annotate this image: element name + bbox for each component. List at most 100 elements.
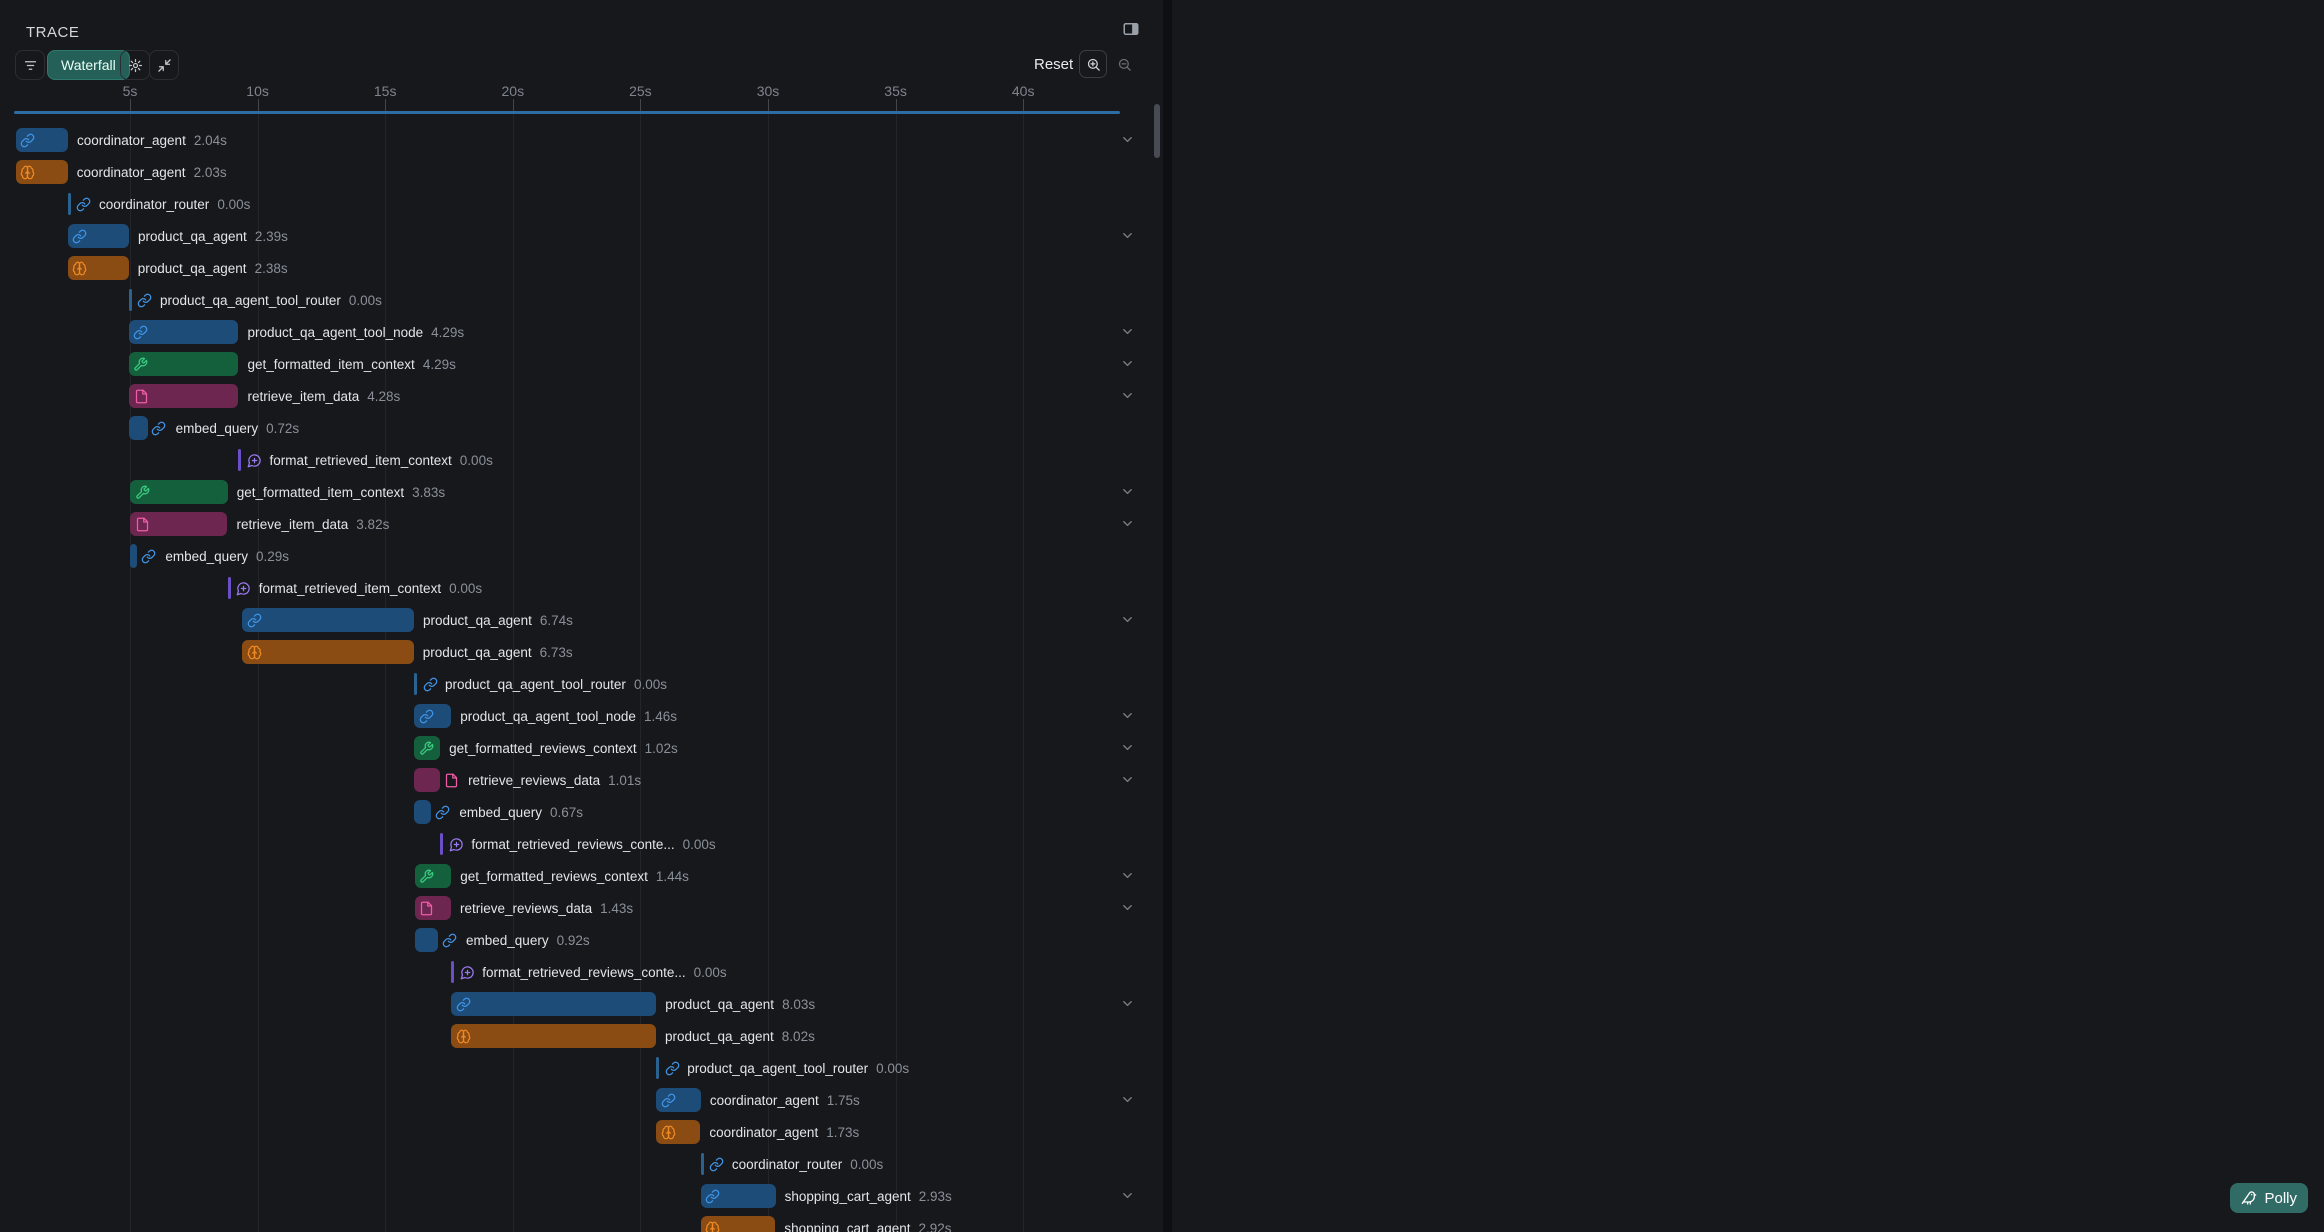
left-panel-scrollbar[interactable] — [1154, 104, 1160, 158]
timeline-gridline — [385, 111, 387, 1232]
zoom-in-button[interactable] — [1079, 50, 1107, 78]
span-duration-bar[interactable] — [130, 480, 228, 504]
span-duration-bar[interactable] — [451, 992, 657, 1016]
span-expand-chevron-icon[interactable] — [1120, 1092, 1135, 1107]
span-expand-chevron-icon[interactable] — [1120, 708, 1135, 723]
span-duration-bar[interactable] — [414, 864, 452, 888]
span-detail-panel: coordinator_agent ID Playground Add to R… — [1172, 0, 2324, 1232]
span-expand-chevron-icon[interactable] — [1120, 356, 1135, 371]
span-duration-bar[interactable] — [242, 608, 415, 632]
span-duration: 6.73s — [539, 645, 573, 660]
span-duration-bar[interactable] — [414, 768, 441, 792]
polly-assistant-button[interactable]: Polly — [2230, 1183, 2308, 1213]
link-icon — [246, 612, 262, 628]
file-icon — [133, 388, 149, 404]
span-duration-bar[interactable] — [130, 544, 138, 568]
trace-span-row[interactable]: format_retrieved_reviews_conte...0.00s — [0, 828, 1163, 860]
link-icon — [151, 420, 167, 436]
span-duration-bar[interactable] — [128, 352, 239, 376]
span-expand-chevron-icon[interactable] — [1120, 388, 1135, 403]
span-expand-chevron-icon[interactable] — [1120, 740, 1135, 755]
span-duration-bar[interactable] — [242, 640, 414, 664]
span-expand-chevron-icon[interactable] — [1120, 1188, 1135, 1203]
collapse-all-button[interactable] — [149, 50, 179, 80]
timeline-gridline — [1023, 111, 1025, 1232]
filter-button[interactable] — [15, 50, 45, 80]
waterfall-view-button[interactable]: Waterfall — [47, 50, 130, 80]
span-duration-bar[interactable] — [414, 896, 452, 920]
span-duration-bar[interactable] — [414, 928, 439, 952]
timeline-tick-label: 30s — [756, 83, 780, 99]
span-expand-chevron-icon[interactable] — [1120, 900, 1135, 915]
zero-duration-marker — [656, 1057, 660, 1079]
trace-span-row[interactable]: format_retrieved_reviews_conte...0.00s — [0, 956, 1163, 988]
polly-button-label: Polly — [2264, 1189, 2297, 1207]
span-duration-bar[interactable] — [130, 512, 228, 536]
link-icon — [133, 324, 149, 340]
span-duration-bar[interactable] — [129, 416, 148, 440]
span-expand-chevron-icon[interactable] — [1120, 516, 1135, 531]
span-duration-bar[interactable] — [451, 1024, 656, 1048]
waterfall-button-label: Waterfall — [61, 57, 116, 73]
span-duration-bar[interactable] — [414, 736, 441, 760]
span-duration-bar[interactable] — [67, 224, 129, 248]
span-duration-bar[interactable] — [15, 160, 68, 184]
zoom-out-button[interactable] — [1112, 52, 1137, 77]
span-duration-bar[interactable] — [15, 128, 68, 152]
span-expand-chevron-icon[interactable] — [1120, 612, 1135, 627]
span-expand-chevron-icon[interactable] — [1120, 772, 1135, 787]
reset-zoom-button[interactable]: Reset — [1034, 56, 1074, 73]
span-expand-chevron-icon[interactable] — [1120, 996, 1135, 1011]
span-expand-chevron-icon[interactable] — [1120, 132, 1135, 147]
collapse-left-panel-icon[interactable] — [1122, 20, 1140, 38]
span-expand-chevron-icon[interactable] — [1120, 228, 1135, 243]
span-duration-bar[interactable] — [700, 1184, 776, 1208]
span-duration-bar[interactable] — [129, 384, 239, 408]
span-expand-chevron-icon[interactable] — [1120, 324, 1135, 339]
span-expand-chevron-icon[interactable] — [1120, 868, 1135, 883]
wrench-icon — [418, 740, 434, 756]
span-duration-bar[interactable] — [128, 320, 239, 344]
span-expand-chevron-icon[interactable] — [1120, 484, 1135, 499]
span-duration-bar[interactable] — [414, 800, 432, 824]
span-duration-bar[interactable] — [414, 704, 452, 728]
span-duration-bar[interactable] — [656, 1120, 701, 1144]
